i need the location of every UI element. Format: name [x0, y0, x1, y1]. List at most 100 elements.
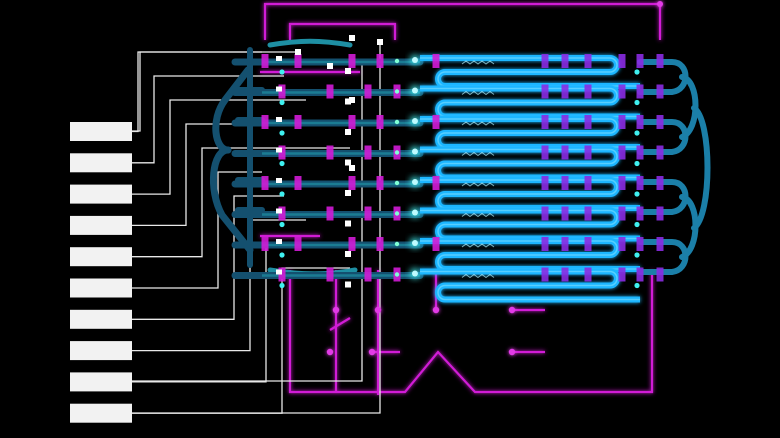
- sensor-dot: [394, 89, 400, 94]
- wire: [132, 171, 262, 289]
- valve: [584, 54, 592, 68]
- valve: [541, 54, 549, 68]
- electrode-marker: [276, 269, 282, 275]
- valve: [432, 54, 440, 68]
- electrode-marker: [276, 147, 282, 153]
- valve: [294, 176, 302, 190]
- valve: [348, 54, 356, 68]
- contact-pad: [70, 403, 132, 423]
- valve: [636, 115, 644, 129]
- sensor-dot: [394, 58, 400, 64]
- wire: [132, 219, 306, 352]
- serpentine-highlight: [420, 270, 640, 301]
- valve: [656, 145, 664, 160]
- valve: [618, 206, 626, 221]
- valve: [294, 115, 302, 129]
- valve: [656, 115, 664, 129]
- serpentine-highlight: [420, 209, 640, 240]
- serpentine-highlight: [420, 87, 640, 118]
- electrode-marker: [349, 35, 355, 41]
- valve: [348, 115, 356, 129]
- valve: [636, 206, 644, 221]
- wire: [132, 60, 363, 382]
- serpentine-highlight: [420, 118, 640, 148]
- valve: [364, 267, 372, 282]
- serpentine-highlight: [420, 179, 640, 209]
- electrode-marker: [295, 49, 301, 55]
- valve: [561, 267, 569, 282]
- valve-markers: [261, 35, 664, 289]
- valve: [618, 84, 626, 99]
- electrode-marker: [345, 98, 351, 105]
- electrode-marker: [276, 208, 282, 214]
- wire: [132, 51, 300, 132]
- valve: [561, 176, 569, 190]
- valve: [584, 267, 592, 282]
- electrode-marker: [377, 39, 383, 45]
- valve: [294, 54, 302, 68]
- contact-pad: [70, 153, 132, 173]
- sensor-dot: [279, 160, 285, 167]
- valve: [541, 206, 549, 221]
- sensor-dot: [394, 272, 400, 277]
- sensor-dot: [634, 252, 640, 258]
- valve: [584, 115, 592, 129]
- electrode-marker: [276, 86, 282, 92]
- electrode-marker: [345, 159, 351, 166]
- valve: [636, 267, 644, 282]
- sensor-dot: [394, 180, 400, 186]
- valve: [618, 267, 626, 282]
- valve: [432, 176, 440, 190]
- electrode-marker: [276, 56, 282, 61]
- sensor-dot: [394, 150, 400, 155]
- sensor-dot: [279, 130, 285, 136]
- mixer-texture: [461, 121, 495, 126]
- valve: [348, 237, 356, 251]
- valve: [376, 115, 384, 129]
- control-ports: [326, 1, 663, 356]
- valve: [326, 84, 334, 99]
- inlet: [412, 179, 418, 185]
- sensor-dot: [279, 221, 285, 228]
- valve: [541, 145, 549, 160]
- valve: [561, 206, 569, 221]
- wire: [132, 195, 284, 320]
- valve: [618, 145, 626, 160]
- sensor-dot: [394, 211, 400, 216]
- contact-pad: [70, 341, 132, 361]
- contact-pad: [70, 122, 132, 141]
- serpentine-highlight: [420, 240, 640, 270]
- contact-pad: [70, 184, 132, 204]
- electrode-marker: [276, 178, 282, 183]
- valve: [636, 84, 644, 99]
- valve: [326, 145, 334, 160]
- electrode-marker: [345, 68, 351, 74]
- valve: [656, 84, 664, 99]
- valve: [636, 145, 644, 160]
- mixer-texture: [461, 151, 495, 157]
- electrode-marker: [276, 117, 282, 122]
- valve: [261, 237, 269, 251]
- electrode-marker: [327, 63, 333, 69]
- valve: [656, 206, 664, 221]
- electrode-marker: [345, 220, 351, 227]
- valve: [261, 176, 269, 190]
- inlet: [412, 270, 418, 277]
- valve: [561, 237, 569, 251]
- valve: [561, 54, 569, 68]
- wire: [132, 75, 284, 164]
- electrode-marker: [345, 251, 351, 257]
- mixer-texture: [461, 90, 495, 96]
- sensor-dot: [634, 221, 640, 228]
- electrode-marker: [345, 190, 351, 196]
- outlet-distribution-tree: [637, 59, 711, 275]
- valve: [618, 115, 626, 129]
- valve: [618, 237, 626, 251]
- electrode-marker: [349, 97, 355, 103]
- valve: [584, 237, 592, 251]
- valve: [432, 115, 440, 129]
- valve: [618, 54, 626, 68]
- valve: [294, 237, 302, 251]
- sensor-dot: [279, 191, 285, 197]
